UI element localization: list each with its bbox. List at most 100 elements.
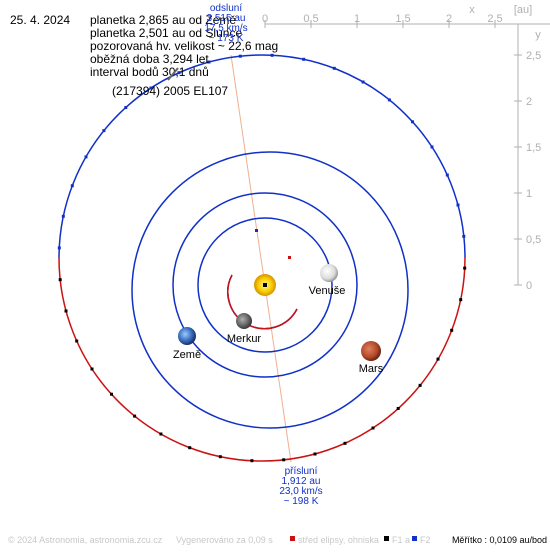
orbit-point: [177, 71, 181, 75]
y-axis: y 2,5 2 1,5 1 0,5 0: [514, 24, 541, 292]
asteroid-orbit-north: [58, 54, 466, 258]
info-line: planetka 2,501 au od Slunce: [90, 26, 242, 40]
x-tick-label: 2,5: [487, 13, 502, 25]
aphelion-temperature: ~ 173 K: [209, 33, 244, 44]
orbit-point: [436, 357, 440, 361]
orbit-point: [110, 392, 113, 396]
venus-label: Venuše: [309, 285, 346, 297]
orbit-point: [250, 459, 254, 463]
x-tick-label: 2: [446, 13, 452, 25]
legend-f1-text: F1 a: [392, 535, 410, 545]
orbit-point: [58, 278, 62, 282]
perihelion-title: přísluní: [285, 466, 318, 477]
aphelion-title: odsluní: [210, 3, 242, 14]
footer: © 2024 Astronomia, astronomia.zcu.cz Vyg…: [8, 535, 547, 545]
earth-icon: [178, 327, 196, 345]
orbit-point: [84, 155, 88, 159]
legend-center-marker: [290, 536, 295, 541]
y-tick-label: 0: [526, 280, 532, 292]
venus-orbit: [197, 217, 333, 353]
orbit-point: [133, 414, 137, 418]
orbit-point: [61, 214, 65, 218]
info-line: oběžná doba 3,294 let: [90, 52, 209, 66]
perihelion-annotation: přísluní 1,912 au 23,0 km/s ~ 198 K: [279, 466, 322, 507]
venus-icon: [320, 264, 338, 282]
mars-icon: [361, 341, 381, 361]
x-tick-label: 0: [262, 13, 268, 25]
orbit-point: [313, 452, 317, 456]
aphelion-speed: 17,5 km/s: [204, 23, 247, 34]
orbit-point: [302, 57, 306, 61]
asteroid-name: (217394) 2005 EL107: [112, 84, 228, 98]
y-tick-label: 1: [526, 188, 532, 200]
orbit-point: [90, 367, 94, 371]
y-tick-label: 1,5: [526, 142, 541, 154]
info-line: interval bodů 30,1 dnů: [90, 65, 209, 79]
focus-f2-marker: [255, 229, 258, 232]
date-label: 25. 4. 2024: [10, 13, 70, 27]
sun-focus-marker: [263, 283, 267, 287]
axis-unit-label: [au]: [514, 4, 532, 16]
planet-orbits: [131, 151, 409, 429]
mercury-icon: [236, 313, 252, 329]
ellipse-center-marker: [288, 256, 291, 259]
aphelion-distance: 3,515 au: [207, 13, 246, 24]
orbit-point: [332, 66, 336, 70]
orbit-point: [270, 53, 274, 57]
orbit-point: [361, 80, 365, 84]
legend-center-text: střed elipsy, ohniska: [298, 535, 379, 545]
asteroid-orbit-south: [58, 258, 466, 462]
x-tick-label: 1: [354, 13, 360, 25]
orbit-point: [70, 184, 74, 188]
orbit-point: [462, 234, 466, 238]
apsis-line: [230, 54, 292, 463]
info-line: planetka 2,865 au od Země: [90, 13, 236, 27]
perihelion-distance: 1,912 au: [282, 476, 321, 487]
orbit-point: [149, 86, 153, 90]
orbit-point: [188, 446, 192, 450]
legend-f2-marker: [412, 536, 417, 541]
legend-f1-marker: [384, 536, 389, 541]
scale-text: Měřítko : 0,0109 au/bod: [452, 535, 547, 545]
orbit-point: [430, 145, 434, 149]
orbit-point: [343, 441, 347, 445]
orbit-point: [387, 98, 391, 102]
earth-label: Země: [173, 349, 201, 361]
orbit-point: [418, 383, 422, 387]
y-tick-label: 2,5: [526, 50, 541, 62]
orbit-point: [64, 309, 68, 313]
orbit-point: [396, 407, 400, 410]
x-axis-label: x: [469, 4, 475, 16]
orbit-point: [75, 339, 79, 343]
earth-orbit: [172, 192, 358, 378]
orbit-point: [459, 298, 463, 302]
perihelion-temperature: ~ 198 K: [284, 496, 319, 507]
y-tick-label: 0,5: [526, 234, 541, 246]
orbit-point: [445, 173, 449, 177]
orbit-point: [463, 266, 467, 270]
legend-f2-text: F2: [420, 535, 431, 545]
aphelion-annotation: odsluní 3,515 au 17,5 km/s ~ 173 K: [204, 3, 247, 44]
orbit-point: [456, 203, 460, 207]
orbit-point: [57, 246, 61, 250]
y-tick-label: 2: [526, 96, 532, 108]
orbit-point: [159, 432, 163, 436]
orbit-point: [371, 426, 375, 430]
x-axis: 0 0,5 1 1,5 2 2,5 x [au]: [262, 4, 550, 28]
orbit-point: [238, 54, 242, 58]
orbit-point: [282, 458, 286, 462]
orbit-point: [450, 328, 454, 332]
x-tick-label: 0,5: [303, 13, 318, 25]
mercury-label: Merkur: [227, 333, 262, 345]
asteroid-position-points: [57, 53, 467, 463]
mars-orbit: [131, 151, 409, 429]
info-line: pozorovaná hv. velikost ~ 22,6 mag: [90, 39, 278, 53]
generated-text: Vygenerováno za 0,09 s: [176, 535, 273, 545]
orbit-point: [218, 455, 222, 459]
asteroid-pointer: [167, 67, 179, 81]
asteroid-orbit: [58, 54, 466, 462]
orbit-point: [411, 120, 414, 124]
x-tick-label: 1,5: [395, 13, 410, 25]
